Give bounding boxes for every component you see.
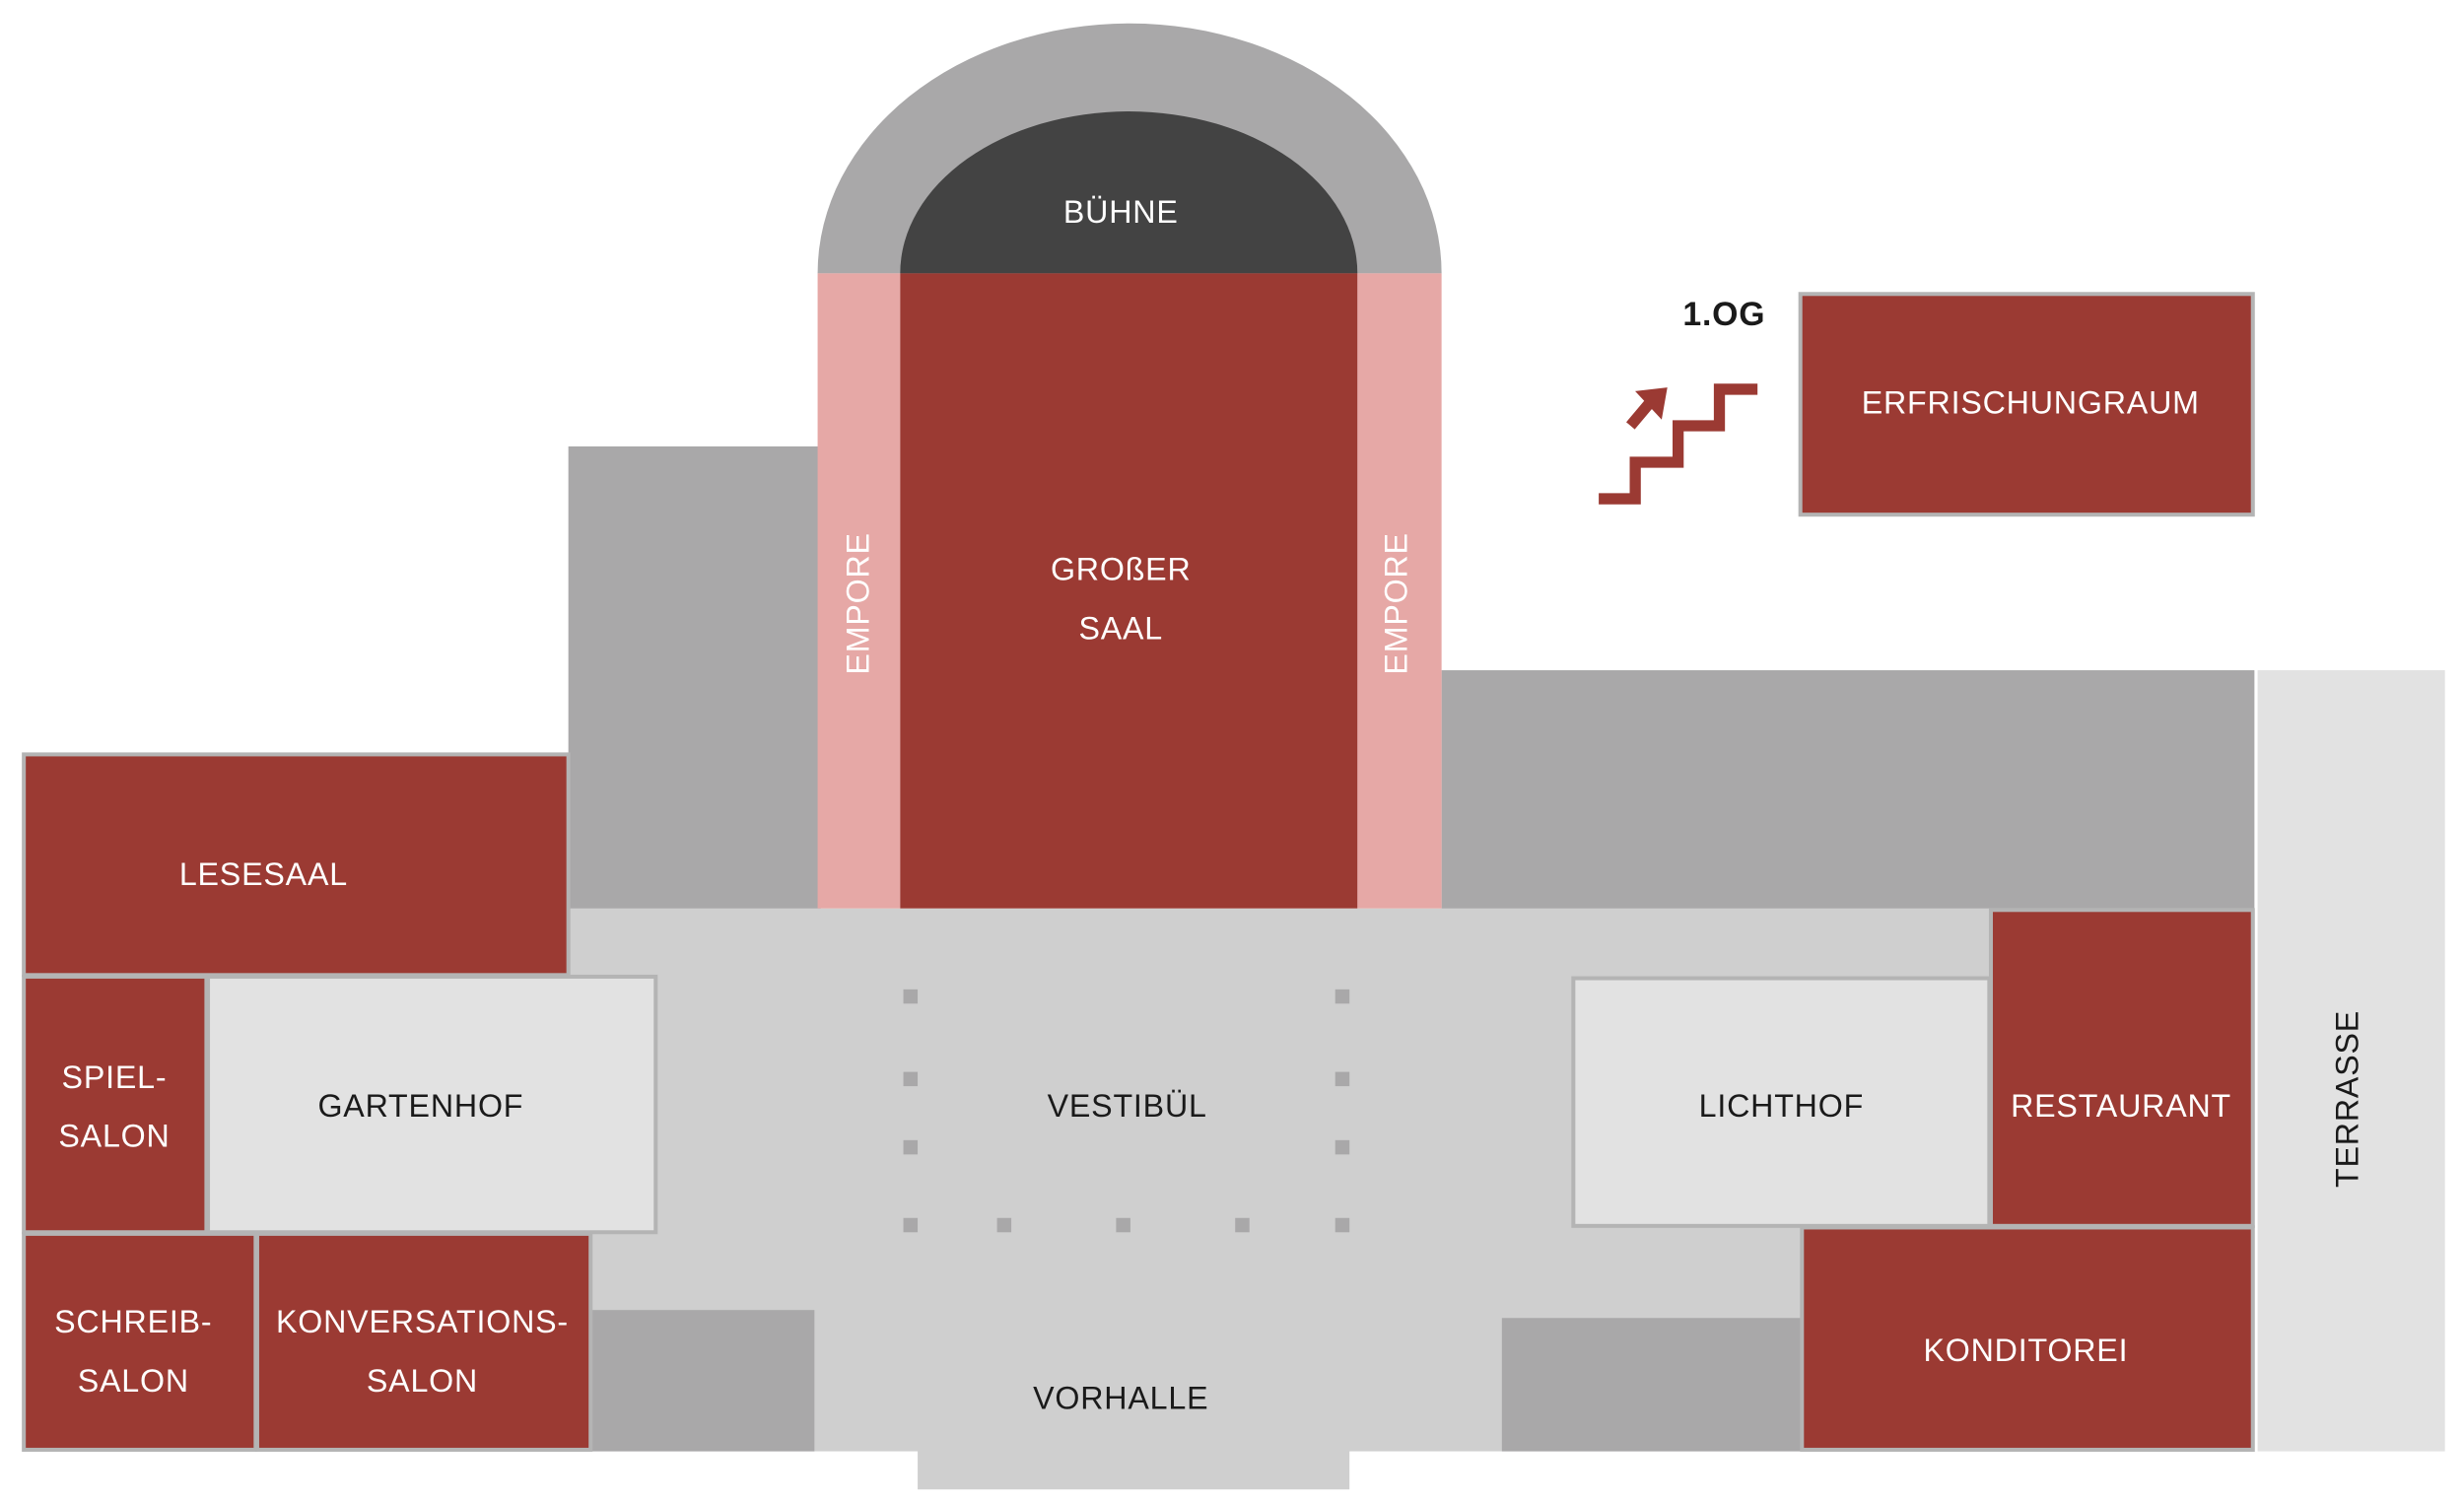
room-label: ERFRISCHUNGRAUM	[1862, 385, 2200, 421]
room-label-line2: SAAL	[1078, 610, 1163, 646]
room-empore-left[interactable]: EMPORE	[817, 273, 901, 909]
room-terrasse[interactable]: TERRASSE	[2257, 670, 2445, 1452]
stairs-up-icon	[1599, 383, 1758, 505]
room-label: TERRASSE	[2330, 1010, 2365, 1188]
upper-floor-label: 1.OG	[1682, 296, 1765, 333]
room-label: GARTENHOF	[317, 1088, 523, 1124]
wall-block-right	[1441, 670, 2255, 911]
room-label: LESESAAL	[179, 856, 348, 892]
room-spielsalon[interactable]: SPIEL- SALON	[22, 974, 209, 1235]
room-erfrischungraum[interactable]: ERFRISCHUNGRAUM	[1798, 292, 2255, 517]
wall-block-bottom-right	[1501, 1318, 1801, 1452]
room-label: BÜHNE	[1063, 194, 1179, 230]
room-label: RESTAURANT	[2011, 1088, 2231, 1124]
room-label-line1: SPIEL-	[62, 1060, 168, 1095]
room-konversationssalon[interactable]: KONVERSATIONS- SALON	[254, 1231, 593, 1452]
wall-block-bottom-left	[590, 1310, 815, 1452]
room-label: EMPORE	[841, 532, 876, 674]
room-label-line1: SCHREIB-	[54, 1304, 212, 1339]
wall-block-left	[568, 445, 821, 911]
room-label-line2: SALON	[78, 1363, 189, 1399]
room-vorhalle[interactable]: VORHALLE	[918, 1315, 1350, 1490]
room-lichthof[interactable]: LICHTHOF	[1571, 976, 1992, 1228]
room-label: LICHTHOF	[1699, 1088, 1864, 1124]
room-restaurant[interactable]: RESTAURANT	[1988, 908, 2255, 1228]
room-label: KONDITOREI	[1923, 1333, 2128, 1368]
room-schreibsalon[interactable]: SCHREIB- SALON	[22, 1231, 258, 1452]
room-label-line1: GROßER	[1051, 552, 1192, 587]
room-gartenhof[interactable]: GARTENHOF	[206, 974, 658, 1235]
room-label: VESTIBÜL	[1048, 1088, 1207, 1124]
room-label-line2: SALON	[58, 1119, 170, 1154]
room-label: EMPORE	[1379, 532, 1414, 674]
room-konditorei[interactable]: KONDITOREI	[1800, 1225, 2255, 1452]
room-grosser-saal[interactable]: GROßER SAAL	[900, 273, 1358, 909]
room-label-line1: KONVERSATIONS-	[276, 1304, 569, 1339]
column-dots	[903, 989, 1350, 1233]
room-buehne[interactable]: BÜHNE	[900, 111, 1358, 274]
room-lesesaal[interactable]: LESESAAL	[22, 752, 571, 978]
room-label-line2: SALON	[367, 1363, 478, 1399]
room-label: VORHALLE	[1033, 1381, 1208, 1416]
room-empore-right[interactable]: EMPORE	[1357, 273, 1442, 909]
